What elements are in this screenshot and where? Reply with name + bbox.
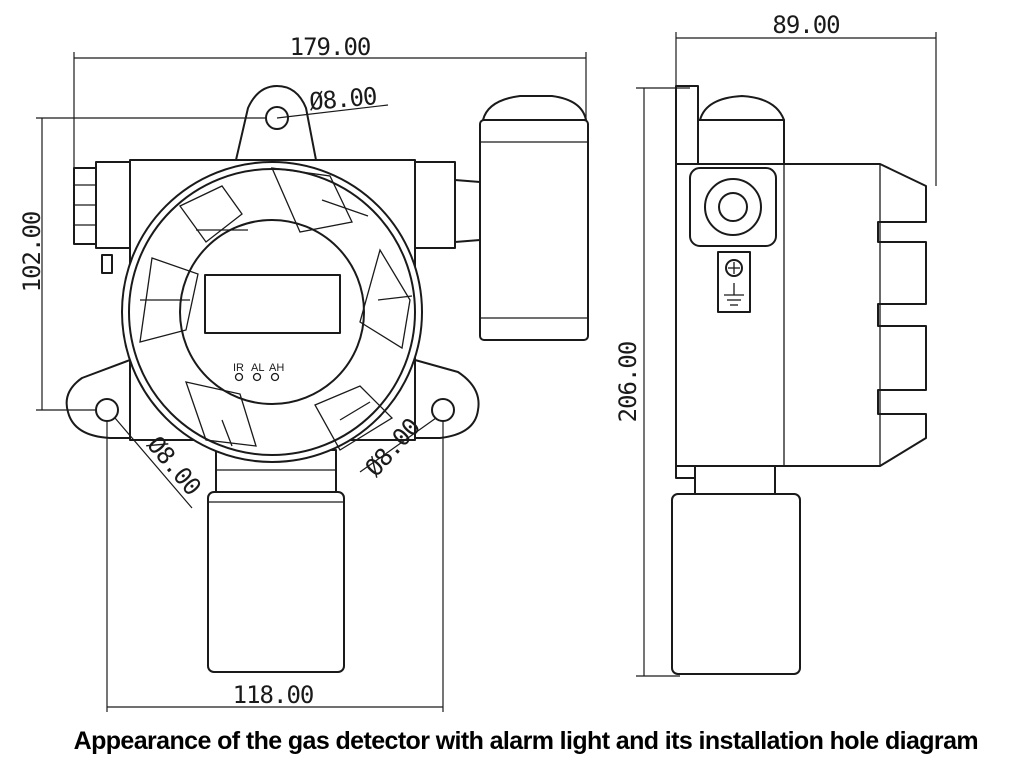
side-beacon: [697, 119, 785, 165]
ir-led: [234, 372, 244, 382]
left-gland-nut: [73, 167, 97, 245]
side-view: [671, 85, 927, 675]
top-lug: [235, 85, 317, 161]
al-indicator-label: AL: [251, 362, 264, 374]
side-gland-hex: [689, 167, 777, 247]
dim-top-hole: Ø8.00: [308, 82, 377, 116]
ir-indicator-label: IR: [233, 362, 244, 374]
dim-overall-height: 206.00: [614, 342, 642, 423]
dim-overall-width: 179.00: [290, 33, 371, 61]
side-gland-ring: [704, 178, 762, 236]
display-window-ring: [179, 219, 365, 405]
sensor-head: [207, 491, 345, 673]
alarm-beacon: [479, 95, 589, 341]
dim-hole-vertical: 102.00: [18, 212, 46, 293]
left-gland-body: [95, 161, 131, 249]
ground-screw: [101, 254, 113, 274]
al-led: [252, 372, 262, 382]
side-dimensions: 89.00 206.00: [614, 11, 937, 677]
ground-symbol: [724, 283, 744, 306]
lcd-display: [204, 274, 341, 334]
dim-hole-spacing: 118.00: [233, 681, 314, 709]
ah-indicator-label: AH: [269, 362, 284, 374]
right-gland-body: [414, 161, 456, 249]
side-sensor-neck: [694, 465, 776, 495]
front-view: IR AL AH: [65, 85, 589, 673]
dim-side-width: 89.00: [772, 11, 839, 39]
side-gland-bore: [718, 192, 748, 222]
side-sensor-head: [671, 493, 801, 675]
figure-caption: Appearance of the gas detector with alar…: [73, 727, 979, 755]
ah-led: [270, 372, 280, 382]
